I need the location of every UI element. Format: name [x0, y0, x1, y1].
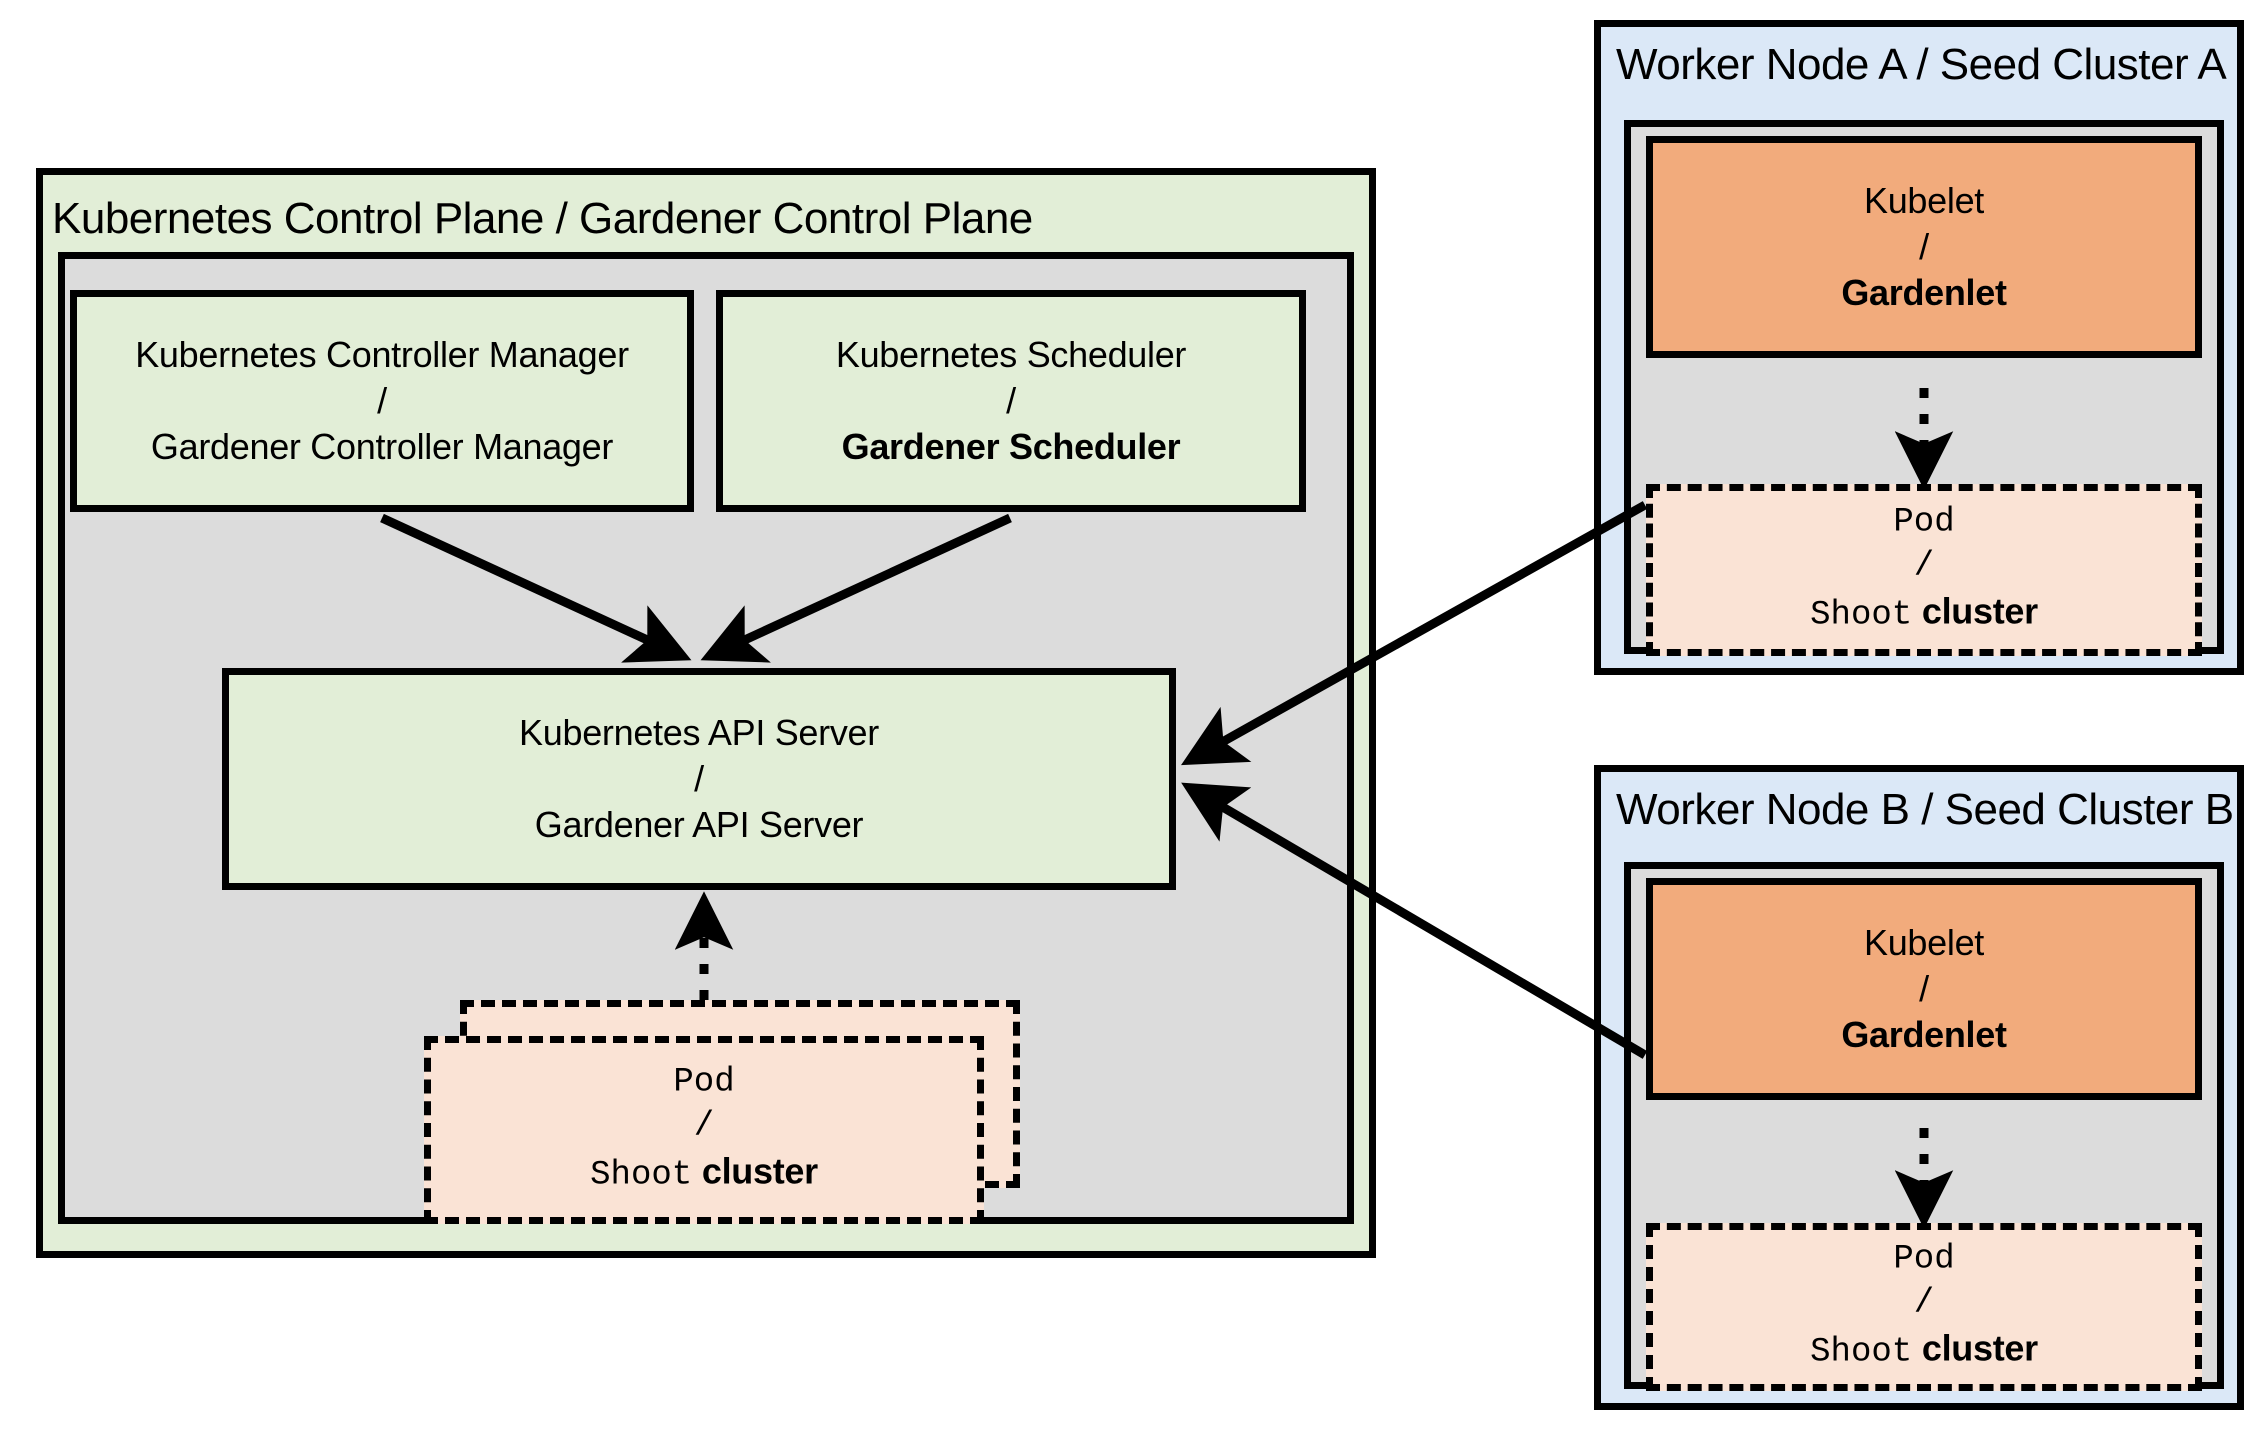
kubernetes-scheduler-box[interactable]: Kubernetes Scheduler / Gardener Schedule… [716, 290, 1306, 512]
worker-node-b-pod-line-1: Pod [1893, 1240, 1955, 1279]
worker-node-b-kubelet-separator: / [1919, 967, 1929, 1009]
control-plane-pod-box[interactable]: Pod / Shoot cluster [424, 1036, 984, 1224]
scheduler-label: Kubernetes Scheduler / Gardener Schedule… [723, 332, 1299, 470]
worker-node-b-pod-shoot: Shoot [1810, 1333, 1913, 1372]
scheduler-line-2: Gardener Scheduler [841, 426, 1181, 468]
worker-node-b-kubelet-box[interactable]: Kubelet / Gardenlet [1646, 878, 2202, 1100]
worker-node-b-pod-cluster: cluster [1921, 1327, 2038, 1369]
scheduler-line-1: Kubernetes Scheduler [835, 333, 1187, 375]
control-plane-pod-cluster: cluster [701, 1150, 818, 1192]
controller-manager-separator: / [377, 379, 387, 421]
worker-node-a-kubelet-line-1: Kubelet [1864, 179, 1984, 221]
api-server-separator: / [694, 757, 704, 799]
worker-node-a-pod-label: Pod / Shoot cluster [1653, 502, 2195, 639]
worker-node-a-pod-line-2: Shoot cluster [1653, 589, 2195, 639]
kubernetes-controller-manager-box[interactable]: Kubernetes Controller Manager / Gardener… [70, 290, 694, 512]
worker-node-a-kubelet-label: Kubelet / Gardenlet [1653, 178, 2195, 316]
worker-node-b-pod-label: Pod / Shoot cluster [1653, 1239, 2195, 1376]
worker-node-b-pod-box[interactable]: Pod / Shoot cluster [1646, 1223, 2202, 1391]
worker-node-a-title: Worker Node A / Seed Cluster A [1616, 40, 2227, 89]
worker-node-a-pod-line-1: Pod [1893, 503, 1955, 542]
control-plane-pod-label: Pod / Shoot cluster [431, 1062, 977, 1199]
kubernetes-api-server-box[interactable]: Kubernetes API Server / Gardener API Ser… [222, 668, 1176, 890]
control-plane-pod-separator: / [693, 1107, 715, 1146]
api-server-label: Kubernetes API Server / Gardener API Ser… [229, 710, 1169, 848]
control-plane-pod-shoot: Shoot [590, 1156, 693, 1195]
control-plane-pod-line-2: Shoot cluster [431, 1149, 977, 1199]
control-plane-title: Kubernetes Control Plane / Gardener Cont… [52, 194, 1033, 243]
controller-manager-line-2: Gardener Controller Manager [150, 426, 614, 468]
control-plane-pod-line-1: Pod [673, 1063, 735, 1102]
worker-node-b-pod-line-2: Shoot cluster [1653, 1326, 2195, 1376]
worker-node-b-title: Worker Node B / Seed Cluster B [1616, 785, 2234, 834]
worker-node-b-kubelet-label: Kubelet / Gardenlet [1653, 920, 2195, 1058]
worker-node-a-pod-separator: / [1913, 547, 1935, 586]
api-server-line-2: Gardener API Server [534, 804, 864, 846]
api-server-line-1: Kubernetes API Server [519, 711, 879, 753]
scheduler-separator: / [1006, 379, 1016, 421]
worker-node-b-pod-separator: / [1913, 1284, 1935, 1323]
worker-node-b-kubelet-line-1: Kubelet [1864, 921, 1984, 963]
worker-node-a-kubelet-separator: / [1919, 225, 1929, 267]
controller-manager-label: Kubernetes Controller Manager / Gardener… [77, 332, 687, 470]
worker-node-b-gardenlet-line: Gardenlet [1841, 1014, 2007, 1056]
worker-node-a-pod-shoot: Shoot [1810, 596, 1913, 635]
worker-node-a-pod-cluster: cluster [1921, 590, 2038, 632]
controller-manager-line-1: Kubernetes Controller Manager [135, 333, 629, 375]
worker-node-a-kubelet-box[interactable]: Kubelet / Gardenlet [1646, 136, 2202, 358]
worker-node-a-gardenlet-line: Gardenlet [1841, 272, 2007, 314]
worker-node-a-pod-box[interactable]: Pod / Shoot cluster [1646, 484, 2202, 656]
